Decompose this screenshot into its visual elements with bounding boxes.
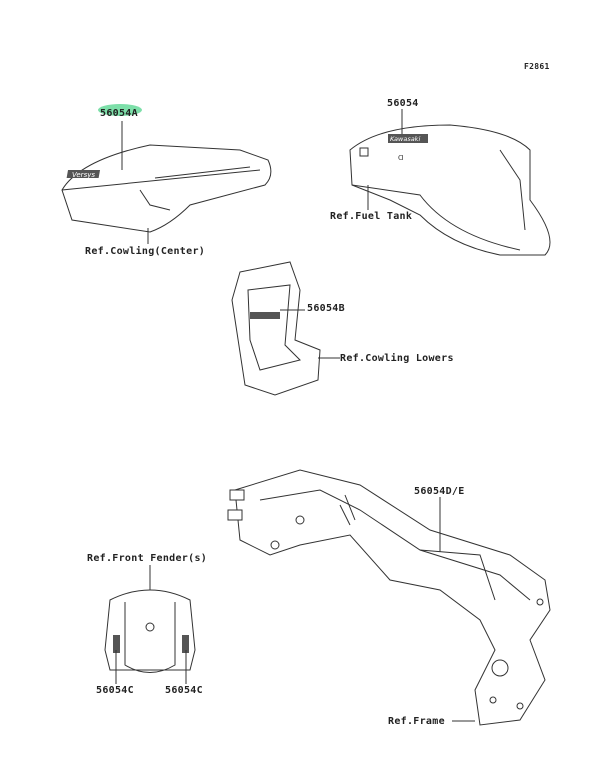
ref-front-fender[interactable]: Ref.Front Fender(s) bbox=[87, 553, 208, 564]
frame-part bbox=[227, 469, 551, 726]
ref-frame[interactable]: Ref.Frame bbox=[388, 716, 445, 727]
callout-56054c-left[interactable]: 56054C bbox=[96, 685, 134, 696]
callout-56054de[interactable]: 56054D/E bbox=[414, 486, 465, 497]
fender-decal-left bbox=[113, 635, 120, 653]
ref-cowling-center[interactable]: Ref.Cowling(Center) bbox=[85, 246, 206, 257]
front-fender-part bbox=[104, 565, 196, 684]
versys-decal bbox=[66, 170, 101, 178]
svg-text:ᗡ: ᗡ bbox=[398, 154, 403, 162]
fender-decal-right bbox=[182, 635, 189, 653]
highlight-marker bbox=[98, 104, 142, 116]
callout-56054a[interactable]: 56054A bbox=[100, 108, 138, 119]
callout-56054[interactable]: 56054 bbox=[387, 98, 419, 109]
ref-cowling-lowers[interactable]: Ref.Cowling Lowers bbox=[340, 353, 454, 364]
callout-56054b[interactable]: 56054B bbox=[307, 303, 345, 314]
kawasaki-decal bbox=[388, 134, 428, 143]
cowling-center-part: Versys bbox=[61, 121, 272, 244]
callout-56054c-right[interactable]: 56054C bbox=[165, 685, 203, 696]
versys-decal-text: Versys bbox=[72, 171, 95, 179]
kawasaki-decal-text: Kawasaki bbox=[390, 135, 420, 143]
lowers-decal bbox=[250, 312, 280, 319]
figure-code: F2861 bbox=[524, 62, 550, 71]
cowling-lowers-part bbox=[231, 261, 340, 396]
ref-fuel-tank[interactable]: Ref.Fuel Tank bbox=[330, 211, 413, 222]
fuel-tank-part: Kawasaki ᗡ bbox=[349, 109, 551, 256]
